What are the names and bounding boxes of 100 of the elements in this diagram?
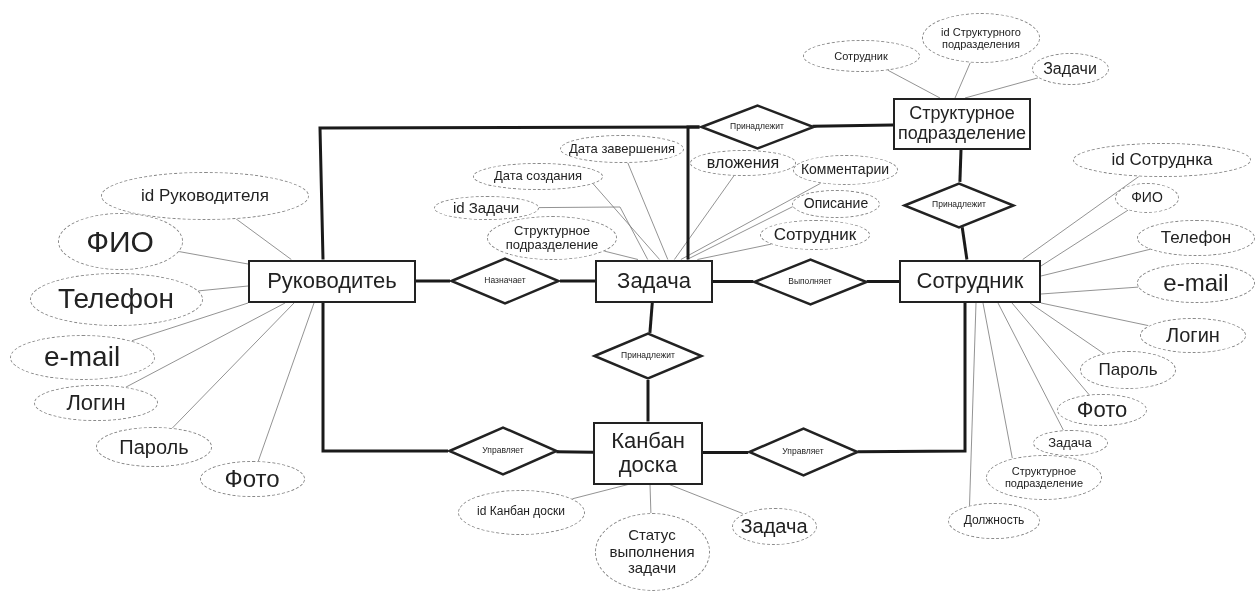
attribute-ellipse: [690, 150, 796, 176]
attribute-ellipse: [1080, 351, 1176, 389]
attribute-ellipse: [792, 190, 880, 218]
attribute-label: Фото: [223, 465, 281, 493]
relationship-line: [560, 279, 595, 283]
attribute-line: [982, 302, 1013, 459]
attribute-label: id Структурного подразделения: [940, 25, 1022, 51]
attribute-label: Должность: [962, 514, 1026, 528]
attribute-line: [954, 62, 971, 99]
attribute-line: [1029, 302, 1105, 354]
relationship-label: Назначает: [483, 276, 527, 286]
entity-label: Руководитеь: [266, 268, 398, 294]
attribute-label: Сотрудник: [772, 225, 858, 245]
attribute-label: вложения: [705, 154, 781, 172]
attribute-label: Сотрудник: [833, 49, 889, 63]
relationship-line: [866, 279, 899, 284]
attribute-ellipse: [792, 155, 898, 185]
attribute-label: Статус выполнения задачи: [608, 527, 696, 577]
entity-label: Канбан доска: [610, 428, 686, 478]
relationship-diamond: [699, 104, 815, 150]
relationship-line: [960, 227, 969, 260]
relationship-diamond: [747, 427, 859, 477]
attribute-line: [1022, 176, 1140, 260]
relationship-line: [646, 380, 650, 422]
relationship-line: [686, 125, 700, 260]
attribute-line: [997, 302, 1064, 431]
attribute-line: [603, 250, 639, 260]
attribute-line: [1011, 302, 1090, 396]
relationship-label: Принадлежит: [620, 351, 676, 361]
attribute-label: id Задачи: [451, 199, 521, 217]
attribute-label: Задача: [1047, 435, 1093, 451]
relationship-diamond: [752, 258, 868, 306]
attribute-line: [125, 302, 286, 388]
attribute-line: [172, 302, 295, 429]
attribute-line: [235, 218, 292, 260]
attribute-line: [697, 243, 772, 260]
attribute-line: [1040, 209, 1129, 267]
attribute-label: Дата завершения: [568, 141, 676, 157]
attribute-label: ФИО: [1130, 190, 1164, 206]
attribute-label: Задача: [739, 515, 809, 537]
attribute-label: Телефон: [56, 283, 176, 315]
entity-box: [899, 259, 1041, 303]
relationship-diamond: [903, 181, 1015, 229]
attribute-label: id Руководителя: [140, 186, 270, 206]
relationship-line: [713, 279, 754, 284]
relationship-diamond: [450, 257, 560, 305]
attribute-line: [592, 182, 660, 260]
attribute-label: ФИО: [85, 224, 155, 258]
relationship-line: [556, 450, 594, 454]
attribute-label: e-mail: [42, 341, 122, 373]
attribute-line: [627, 162, 669, 260]
attribute-line: [538, 206, 649, 260]
attribute-line: [197, 285, 249, 292]
attribute-label: Комментарии: [799, 162, 891, 178]
attribute-line: [969, 302, 977, 507]
entity-box: [893, 98, 1031, 150]
relationship-line: [857, 303, 967, 454]
attribute-label: Дата создания: [492, 168, 584, 184]
attribute-line: [1040, 286, 1139, 295]
attribute-label: Логин: [65, 390, 127, 416]
attribute-label: Логин: [1165, 324, 1221, 346]
relationship-line: [958, 149, 963, 182]
attribute-ellipse: [1057, 394, 1147, 426]
relationship-label: Управляет: [781, 447, 825, 457]
attribute-ellipse: [760, 220, 870, 250]
relationship-line: [321, 303, 448, 453]
entity-box: [595, 259, 713, 303]
attribute-ellipse: [1137, 220, 1255, 256]
relationship-diamond: [448, 426, 558, 476]
entity-box: [593, 421, 703, 485]
relationship-line: [812, 123, 894, 128]
relationship-label: Принадлежит: [931, 200, 987, 210]
entity-box: [248, 259, 416, 303]
attribute-line: [1040, 302, 1149, 326]
relationship-line: [703, 450, 749, 455]
attribute-ellipse: [560, 135, 684, 163]
relationship-line: [648, 302, 654, 333]
attribute-label: e-mail: [1162, 269, 1230, 297]
attribute-line: [1040, 248, 1151, 277]
attribute-label: Фото: [1075, 397, 1129, 423]
attribute-line: [131, 302, 249, 342]
attribute-label: Пароль: [1097, 360, 1159, 380]
entity-label: Структурное подразделение: [897, 104, 1027, 144]
attribute-label: id Канбан доски: [476, 505, 566, 519]
entity-label: Сотрудник: [915, 268, 1025, 294]
attribute-label: Пароль: [118, 436, 190, 458]
attribute-line: [257, 302, 315, 462]
attribute-line: [674, 175, 735, 260]
relationship-label: Управляет: [481, 446, 525, 456]
relationship-label: Выполняет: [787, 277, 833, 287]
attribute-line: [572, 484, 629, 500]
relationship-label: Принадлежит: [729, 122, 785, 132]
attribute-line: [668, 484, 743, 514]
attribute-line: [649, 484, 652, 514]
attribute-label: id Сотруднка: [1110, 150, 1214, 170]
relationship-diamond: [593, 332, 703, 380]
attribute-label: Задачи: [1042, 60, 1098, 78]
attribute-label: Телефон: [1159, 228, 1233, 248]
relationship-line: [416, 279, 450, 283]
attribute-label: Структурное подразделение: [1003, 464, 1085, 490]
